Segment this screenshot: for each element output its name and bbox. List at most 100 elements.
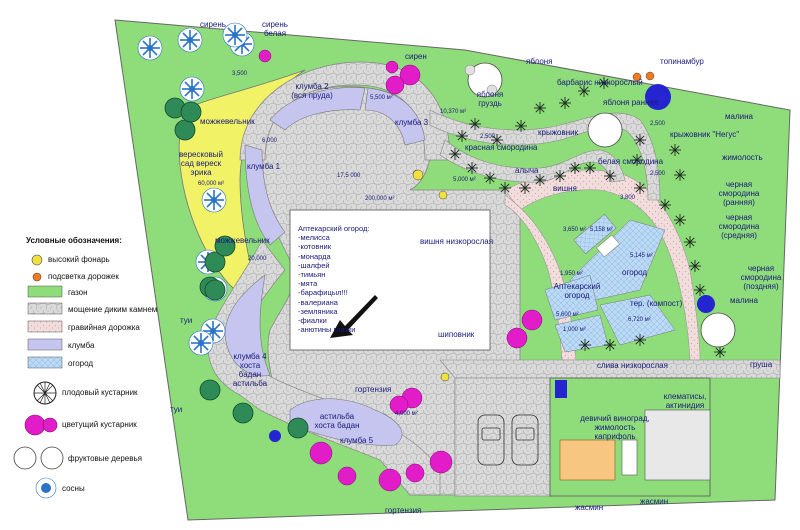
flowering-shrub-icon	[405, 463, 425, 483]
label-malina-bottom: малина	[730, 296, 758, 305]
label-tui-bottom: туи	[170, 405, 183, 414]
herb-item: -шалфей	[298, 260, 330, 270]
fruit-bush-icon	[499, 182, 511, 194]
fruit-bush-icon	[534, 102, 546, 114]
fruit-bush-icon	[634, 134, 646, 146]
stone-road-bottom	[439, 359, 781, 379]
legend-title: Условные обозначения:	[26, 236, 122, 245]
blue-circle-mid	[697, 295, 715, 313]
pine-icon	[179, 76, 205, 102]
fruit-trees	[464, 62, 736, 348]
fruit-bush-icon	[714, 346, 726, 358]
label-shipovnik: шиповник	[438, 330, 475, 339]
area-label: 2,500	[650, 171, 666, 177]
label-ter-kompost: тер. (компост)	[630, 299, 683, 308]
juniper-icon	[232, 402, 254, 424]
stone-walk-right-2	[439, 139, 626, 183]
lamp-icon	[632, 72, 642, 82]
fruit-bush-icon	[634, 182, 646, 194]
fruit-bush-icon	[598, 77, 610, 89]
herb-item: -котовник	[298, 242, 331, 252]
label-klumba3: клумба 3	[395, 118, 429, 127]
area-label: 5,500 м²	[370, 95, 393, 101]
pine-icon	[222, 22, 248, 48]
pergola	[559, 439, 616, 481]
juniper-icon	[199, 379, 221, 401]
area-label: 1,950 м²	[560, 271, 583, 277]
legend-fruit-tree: фруктовые деревья	[68, 454, 142, 463]
fruit-bush-icon	[491, 134, 503, 146]
flowering-shrub-icon	[385, 75, 405, 95]
juniper-icon	[204, 279, 226, 301]
area-label: 5,158 м²	[590, 227, 613, 233]
label-belaya: белая смородина	[598, 157, 664, 166]
fruit-bush-icon	[674, 169, 686, 181]
label-zhimolost: жимолость	[722, 153, 763, 162]
north-arrow	[330, 295, 378, 338]
herb-title: Аптекарский огород:	[298, 224, 370, 233]
label-siren-belaya: сирень белая	[262, 20, 288, 38]
juniper-icon	[204, 251, 226, 273]
fruit-bush-icon	[484, 172, 496, 184]
label-ogorod: огород	[622, 268, 648, 277]
flowering-shrubs	[258, 49, 543, 492]
fruit-bush-icon	[631, 154, 643, 166]
flowerbed-5	[289, 398, 403, 446]
area-label: 1,000 м²	[563, 327, 586, 333]
fruit-bush-icon	[569, 162, 581, 174]
label-vishnya-nizk: вишня низкорослая	[420, 237, 494, 246]
fruit-bush-icon	[579, 339, 591, 351]
label-vinograd: девичий виноград, жимолость каприфоль	[580, 414, 650, 441]
legend-pine: сосны	[62, 484, 85, 493]
fruit-bush-icon	[534, 174, 546, 186]
label-sliva: слива низкорослая	[597, 361, 668, 370]
fruit-bush-icon	[659, 199, 671, 211]
pine-icon	[137, 35, 163, 61]
label-aptekarsky-ogorod: Аптекарский огород	[553, 282, 601, 300]
flowerbed-1	[244, 144, 286, 246]
legend-flower-shrub: цветущий кустарник	[62, 420, 137, 429]
fruit-bush-icon	[559, 97, 571, 109]
label-klumba4: клумба 4 хоста бадан астильба	[232, 352, 268, 388]
label-malina-top: малина	[725, 112, 753, 121]
area-label: 200,000 м²	[365, 196, 395, 202]
label-klematisy: клематисы, актинидия	[663, 392, 707, 410]
label-zhasmin1: жасмин	[575, 503, 604, 512]
flowering-shrub-icon	[399, 64, 421, 86]
label-topinambur: топинамбур	[660, 57, 704, 66]
pine-icon	[201, 187, 227, 213]
area-label: 20,000	[248, 256, 267, 262]
legend-stone: мощение диким камнем	[68, 305, 158, 314]
fruit-bush-icon	[449, 148, 461, 160]
label-astilba5: астильба хоста бадан	[314, 412, 360, 430]
area-label: 3,800	[620, 195, 636, 201]
flowering-shrub-icon	[258, 49, 272, 63]
fruit-bush-icon	[456, 130, 468, 142]
flowering-shrub-icon	[506, 327, 528, 349]
juniper-icon	[287, 417, 309, 439]
area-label: 5,000 м²	[453, 177, 476, 183]
herb-item: -монарда	[298, 251, 331, 261]
fruit-bush-icon	[515, 120, 527, 132]
area-label: 6,000	[262, 138, 278, 144]
juniper-icon	[214, 235, 236, 257]
label-krasnaya: красная смородина	[465, 143, 538, 152]
flowering-shrub-icon	[309, 441, 333, 465]
blue-square	[555, 380, 567, 398]
legend-bed: клумба	[68, 341, 95, 350]
label-veresk: вересковый сад вереск эрика	[178, 150, 223, 177]
area-label: 4,000 м²	[395, 411, 418, 417]
fruit-bush-icon	[554, 170, 566, 182]
fruit-bushes	[449, 77, 726, 358]
vegetable-garden	[544, 213, 676, 353]
fruit-bush-icon	[578, 85, 590, 97]
legend-swatches	[13, 254, 64, 499]
area-label: 5,145 м²	[630, 253, 653, 259]
flowerbed-2	[269, 87, 366, 131]
fruit-bush-icon	[684, 236, 696, 248]
flowering-shrub-icon	[521, 309, 543, 331]
herb-item: -мята	[298, 279, 318, 289]
lamp-icon	[440, 372, 450, 382]
blue-circle-top	[645, 84, 671, 110]
